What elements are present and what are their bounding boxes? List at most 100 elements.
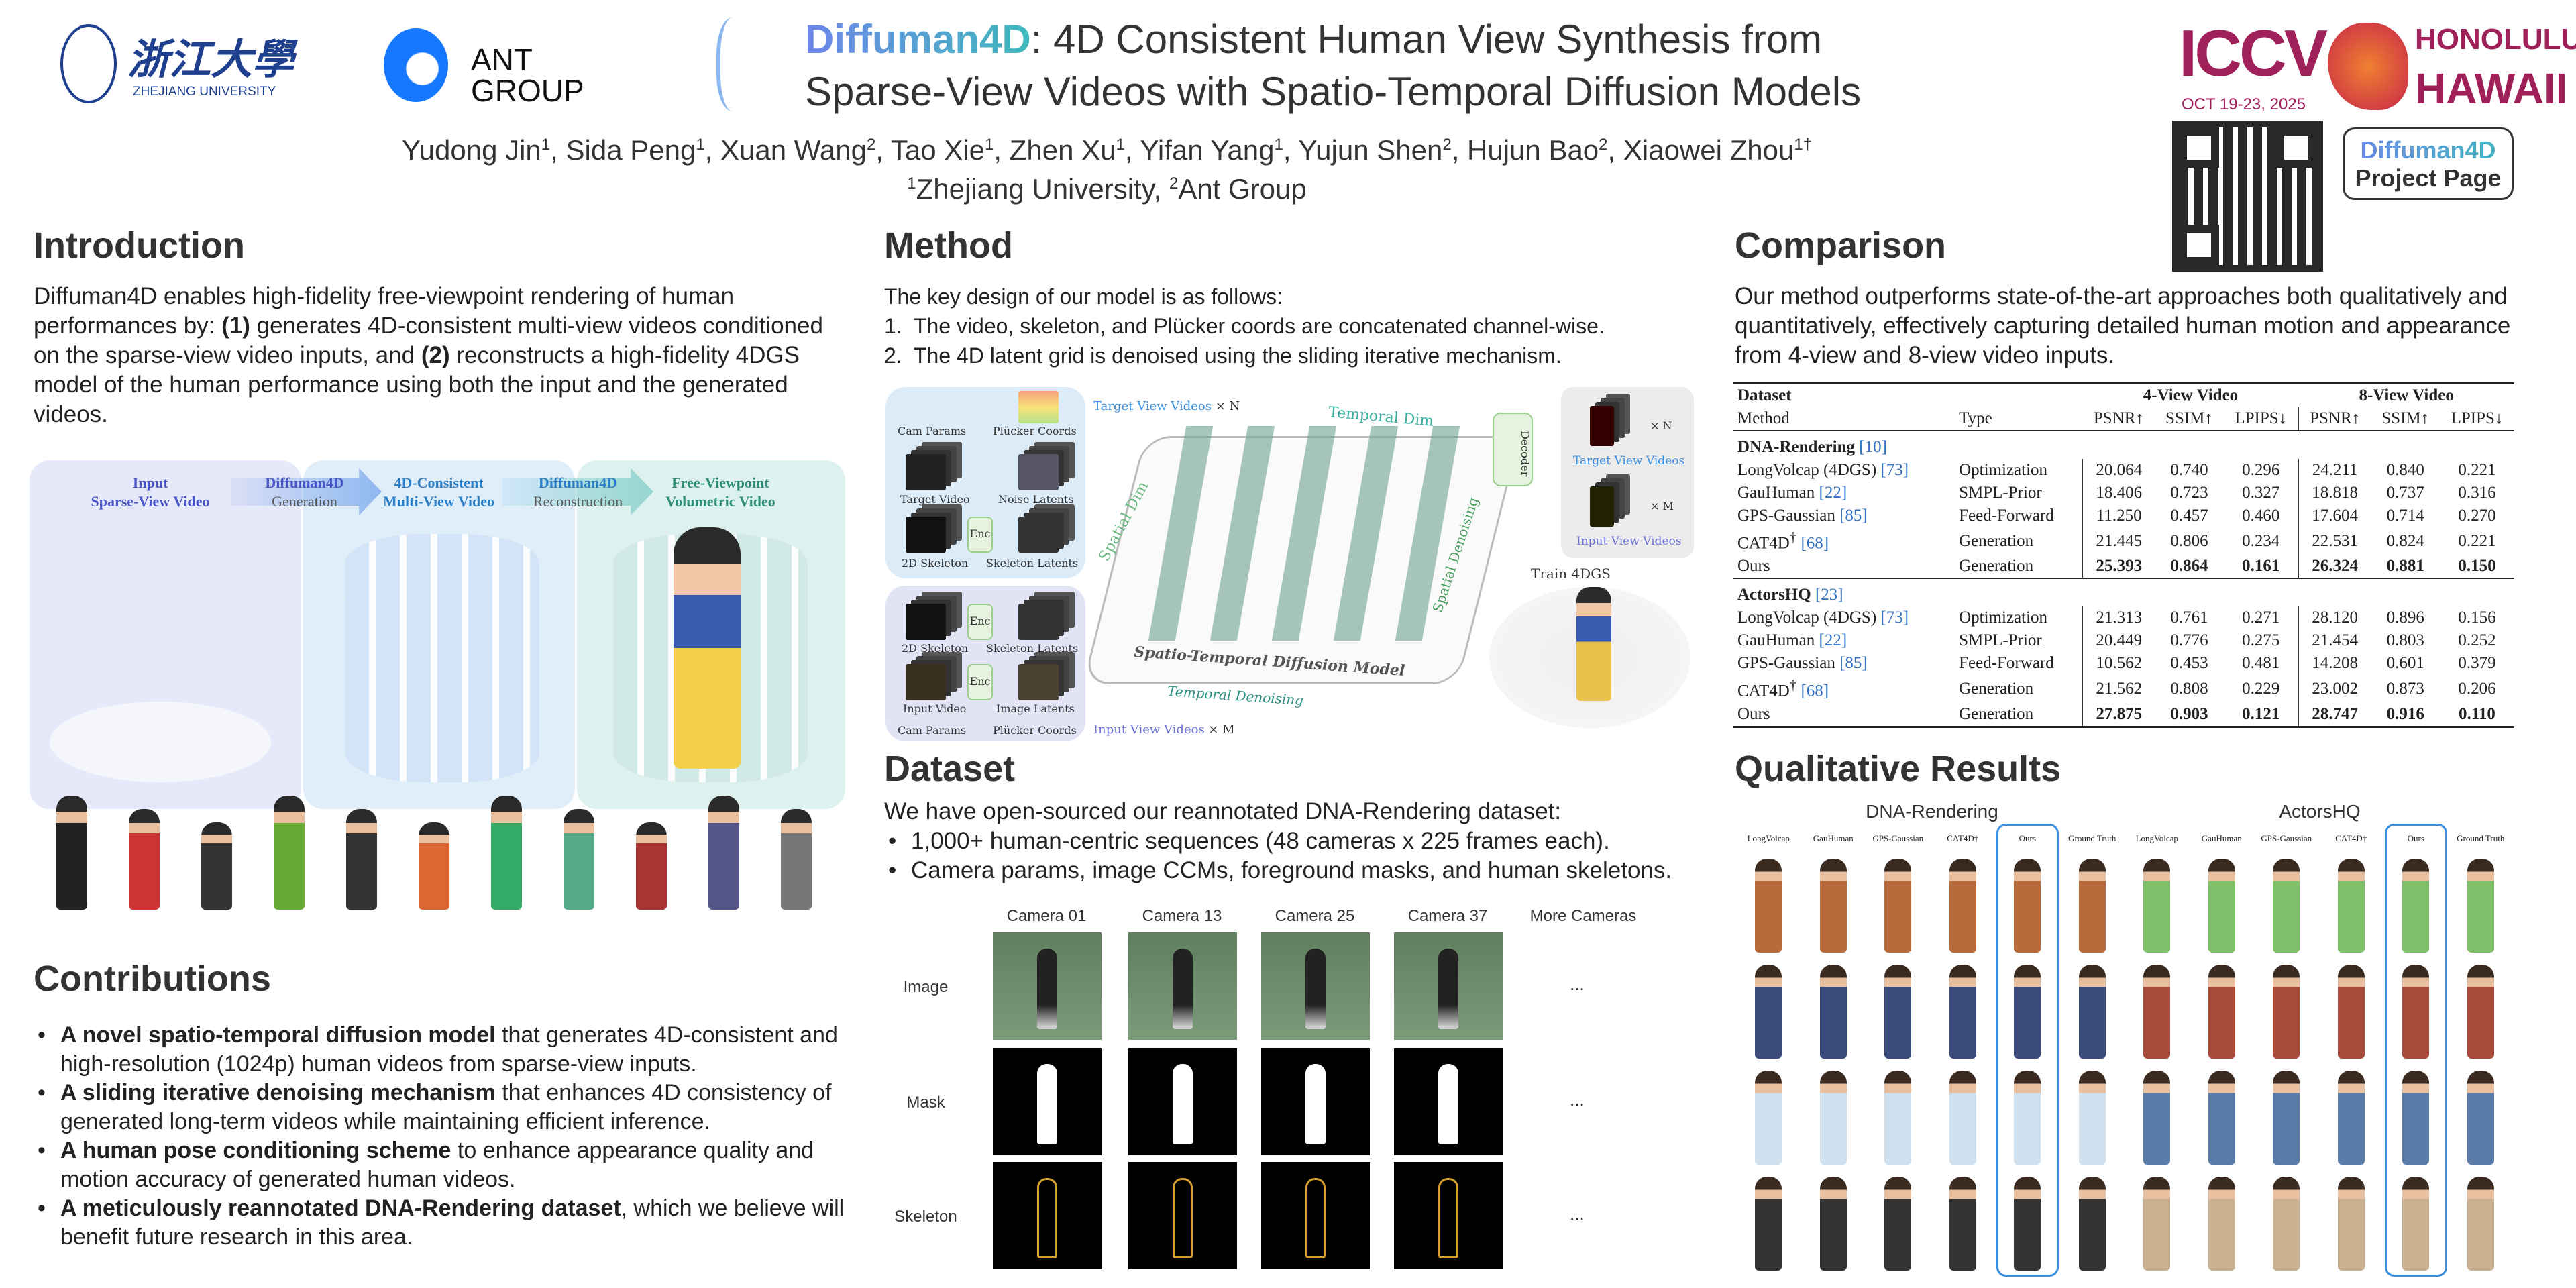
method-name: GPS-Gaussian [85] <box>1737 506 1868 525</box>
contribution-text: to enhance appearance quality and motion… <box>60 1138 814 1192</box>
iccv-dates: OCT 19-23, 2025 <box>2182 95 2306 113</box>
project-brand: Diffuman4D <box>2345 136 2512 164</box>
metric-value: 26.324 <box>2298 555 2371 579</box>
metric-value: 21.562 <box>2082 675 2155 703</box>
more-cameras-ellipsis: ... <box>1570 1089 1585 1110</box>
header-dataset: Dataset <box>1737 386 1792 405</box>
metric-value: 24.211 <box>2298 459 2371 482</box>
metric-value: 23.002 <box>2298 675 2371 703</box>
result-figure <box>1884 965 1911 1059</box>
latent-grid <box>1148 426 1468 641</box>
camera-column-label: Camera 13 <box>1142 907 1222 925</box>
noise-latents-stack <box>1018 454 1059 490</box>
dataset-image-cell <box>993 932 1102 1040</box>
citation: [73] <box>1880 608 1909 627</box>
result-figure <box>2467 1177 2494 1271</box>
result-figure <box>2208 965 2235 1059</box>
skeleton-lines <box>1037 1178 1057 1258</box>
affil-sup: 2 <box>1169 174 1179 193</box>
author-sup: 1 <box>696 136 705 154</box>
metric-value: 0.776 <box>2170 631 2208 650</box>
contribution-item: A meticulously reannotated DNA-Rendering… <box>34 1194 855 1252</box>
encoder-block: Enc <box>967 517 993 553</box>
contribution-item: A human pose conditioning scheme to enha… <box>34 1136 855 1194</box>
text: × N <box>1215 399 1240 413</box>
metric-value: 0.881 <box>2386 557 2424 576</box>
method-column-label: LongVolcap <box>2135 833 2178 843</box>
more-cameras-ellipsis: ... <box>1570 1203 1585 1224</box>
metric-value: 21.313 <box>2082 606 2155 630</box>
header-metric: LPIPS↓ <box>2451 409 2504 427</box>
header-metric: SSIM↑ <box>2381 409 2430 427</box>
project-page-link[interactable]: Diffuman4D Project Page <box>2343 127 2514 200</box>
author-name: Hujun Bao <box>1467 134 1599 166</box>
method-name: CAT4D† [68] <box>1737 677 1829 700</box>
metric-value: 0.150 <box>2458 557 2496 576</box>
metric-value: 22.531 <box>2298 527 2371 555</box>
method-name: LongVolcap (4DGS) [73] <box>1737 461 1909 479</box>
result-figure <box>2014 859 2041 953</box>
result-figure <box>2143 1071 2170 1165</box>
qr-finder <box>2179 225 2219 265</box>
skeleton-lines <box>1173 1178 1193 1258</box>
method-type: Generation <box>1959 704 2034 723</box>
result-figure <box>2078 1071 2106 1165</box>
camera-column-label: More Cameras <box>1529 907 1637 925</box>
zju-logo: 浙江大學 ZHEJIANG UNIVERSITY <box>60 20 349 107</box>
contribution-bold: A sliding iterative denoising mechanism <box>60 1080 496 1106</box>
camera-column-label: Camera 25 <box>1275 907 1355 925</box>
metric-value: 0.916 <box>2386 704 2424 723</box>
result-figure <box>2014 965 2041 1059</box>
result-figure <box>2273 965 2300 1059</box>
author-sup: 1† <box>1794 136 1813 154</box>
result-figure <box>2208 1071 2235 1165</box>
blank <box>1955 384 2083 407</box>
comparison-heading: Comparison <box>1735 225 1947 266</box>
result-figure <box>2014 1071 2041 1165</box>
title-line2: Sparse-View Videos with Spatio-Temporal … <box>805 69 1862 114</box>
metric-value: 0.271 <box>2242 608 2280 627</box>
metric-value: 0.808 <box>2170 679 2208 698</box>
author-name: Yifan Yang <box>1140 134 1275 166</box>
citation: [23] <box>1815 586 1843 604</box>
result-figure <box>2337 1071 2365 1165</box>
qr-finder <box>2276 127 2316 168</box>
method-column-label: GauHuman <box>1813 833 1854 843</box>
method-type: Optimization <box>1959 608 2048 627</box>
metric-value: 0.761 <box>2170 608 2208 627</box>
label-output-target: Target View Videos <box>1573 454 1685 468</box>
metric-value: 0.481 <box>2242 654 2280 673</box>
header-8-view: 8-View Video <box>2359 386 2454 405</box>
metric-value: 0.161 <box>2242 557 2280 576</box>
affiliations: 1Zhejiang University, 2Ant Group <box>907 173 1307 205</box>
qr-code[interactable] <box>2172 121 2323 272</box>
result-figure <box>2078 965 2106 1059</box>
method-column-label: Ground Truth <box>2068 833 2116 843</box>
encoder-block: Enc <box>967 604 993 640</box>
person-figure <box>491 796 522 910</box>
label-input-view-videos: Input View Videos × M <box>1093 722 1235 737</box>
intro-text: generates 4D-consistent multi-view video… <box>34 313 823 368</box>
metric-value: 20.064 <box>2082 459 2155 482</box>
method-type: SMPL-Prior <box>1959 631 2042 650</box>
result-figure <box>2014 1177 2041 1271</box>
metric-value: 0.824 <box>2386 531 2424 550</box>
result-figure <box>1884 1071 1911 1165</box>
result-figure <box>1755 1071 1782 1165</box>
label-cam-params: Cam Params <box>898 425 967 437</box>
title-brand: Diffuman4D <box>805 17 1031 62</box>
intro-text: reconstructs a high-fidelity 4DGS model … <box>34 342 800 427</box>
dataset-bullet: Camera params, image CCMs, foreground ma… <box>884 856 1731 885</box>
method-type: Feed-Forward <box>1959 506 2054 525</box>
citation: [22] <box>1819 484 1847 502</box>
label-noise-latents: Noise Latents <box>998 493 1074 506</box>
metric-value: 0.723 <box>2170 484 2208 502</box>
dataset-bullet: 1,000+ human-centric sequences (48 camer… <box>884 826 1731 856</box>
method-type: SMPL-Prior <box>1959 484 2042 502</box>
metric-value: 28.747 <box>2298 702 2371 726</box>
